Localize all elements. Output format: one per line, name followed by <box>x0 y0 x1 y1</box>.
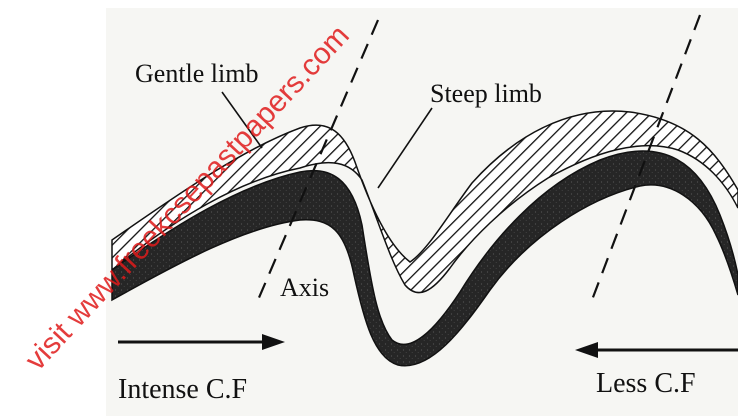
gentle-limb-label: Gentle limb <box>135 59 258 88</box>
axis-label: Axis <box>280 273 329 302</box>
steep-limb-label: Steep limb <box>430 79 542 108</box>
less-cf-label: Less C.F <box>596 368 696 399</box>
intense-cf-label: Intense C.F <box>118 374 247 405</box>
